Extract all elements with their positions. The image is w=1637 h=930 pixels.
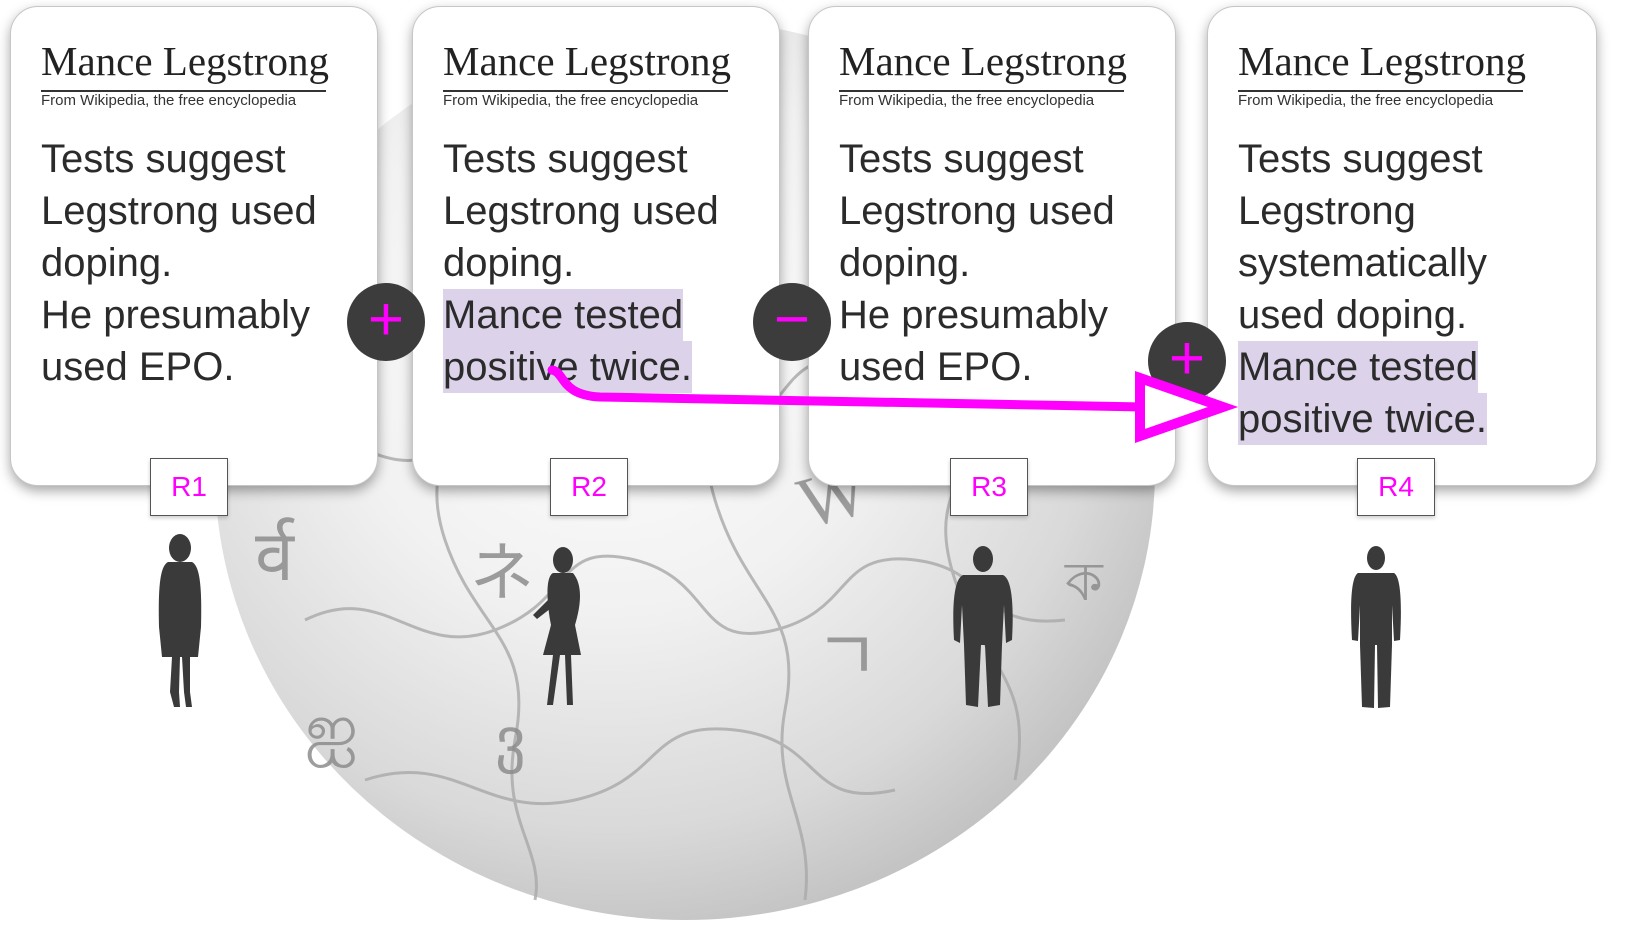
person-silhouette-icon [158,534,202,707]
svg-text:ネ: ネ [470,538,534,609]
body-line: Legstrong used [839,189,1115,233]
title-divider [1238,90,1523,92]
body-line: Tests suggest [41,137,286,181]
article-title: Mance Legstrong [1238,38,1527,84]
body-line: doping. [839,241,971,285]
svg-text:ㄱ: ㄱ [815,619,879,696]
body-line: used EPO. [41,345,235,389]
body-line: He presumably [839,293,1109,337]
body-line: doping. [41,241,173,285]
revision-label-r2: R2 [550,458,628,516]
article-subtitle: From Wikipedia, the free encyclopedia [839,92,1095,109]
body-line: Tests suggest [443,137,688,181]
highlighted-line: positive twice. [1238,393,1487,445]
revision-card-r4: Mance Legstrong From Wikipedia, the free… [1207,6,1597,486]
person-silhouette-icon [1351,546,1401,708]
svg-text:ஐ: ஐ [305,692,358,768]
body-line: Legstrong used [41,189,317,233]
body-line: used doping. [1238,293,1468,337]
article-subtitle: From Wikipedia, the free encyclopedia [1238,92,1494,109]
body-line: systematically [1238,241,1487,285]
title-divider [839,90,1124,92]
revision-label-r4: R4 [1357,458,1435,516]
body-line: Tests suggest [839,137,1084,181]
body-line: Legstrong used [443,189,719,233]
article-title: Mance Legstrong [41,38,330,84]
svg-text:र्व: र्व [255,517,295,596]
body-line: used EPO. [839,345,1033,389]
body-line: He presumably [41,293,311,337]
body-line: Tests suggest [1238,137,1483,181]
revision-label-r3: R3 [950,458,1028,516]
remove-operator-icon: − [753,283,831,361]
add-operator-icon: + [347,283,425,361]
person-silhouette-icon [533,547,581,705]
article-body: Tests suggest Legstrong used doping. He … [839,133,1169,393]
article-title: Mance Legstrong [839,38,1128,84]
title-divider [41,90,326,92]
article-body: Tests suggest Legstrong systematically u… [1238,133,1568,445]
revision-label-r1: R1 [150,458,228,516]
highlighted-line: Mance tested [443,289,684,341]
article-body: Tests suggest Legstrong used doping. He … [41,133,371,393]
title-divider [443,90,728,92]
body-line: Legstrong [1238,189,1416,233]
svg-text:ক: ক [1064,552,1104,612]
highlighted-line: Mance tested [1238,341,1479,393]
revision-card-r1: Mance Legstrong From Wikipedia, the free… [10,6,378,486]
article-subtitle: From Wikipedia, the free encyclopedia [41,92,297,109]
article-title: Mance Legstrong [443,38,732,84]
svg-text:ვ: ვ [495,707,526,775]
person-silhouette-icon [953,546,1013,707]
body-line: doping. [443,241,575,285]
article-subtitle: From Wikipedia, the free encyclopedia [443,92,699,109]
